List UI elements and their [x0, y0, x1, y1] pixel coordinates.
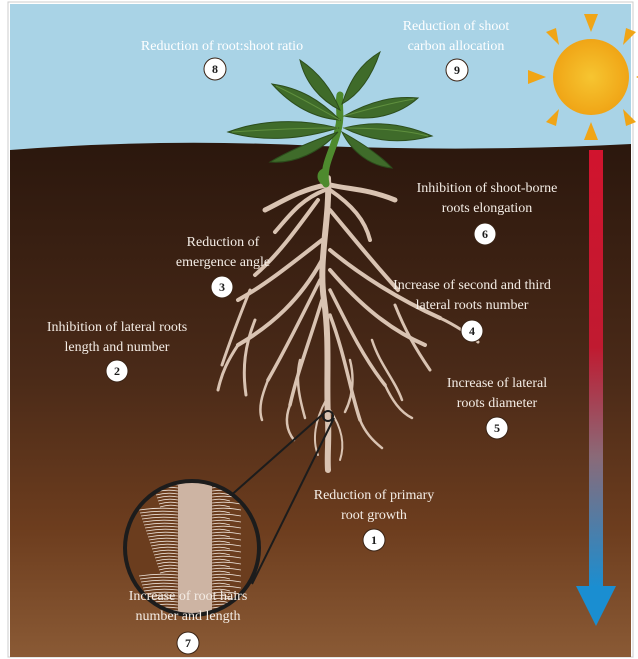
label-1-line1: Reduction of primary [314, 488, 435, 503]
number-9: 9 [454, 63, 460, 77]
number-7: 7 [185, 636, 191, 650]
label-5-line1: Increase of lateral [447, 376, 547, 391]
number-6: 6 [482, 227, 488, 241]
label-6-line1: Inhibition of shoot-borne [417, 181, 558, 196]
label-9-line1: Reduction of shoot [403, 19, 510, 34]
label-9-line2: carbon allocation [408, 39, 505, 54]
label-1-line2: root growth [341, 508, 407, 523]
number-1: 1 [371, 533, 377, 547]
number-5: 5 [494, 421, 500, 435]
label-3-line2: emergence angle [176, 255, 270, 270]
label-7-line2: number and length [136, 609, 241, 624]
label-3-line1: Reduction of [187, 235, 260, 250]
label-4-line2: lateral roots number [416, 298, 529, 313]
label-2-line2: length and number [65, 340, 170, 355]
number-2: 2 [114, 364, 120, 378]
number-8: 8 [212, 62, 218, 76]
label-5-line2: roots diameter [457, 396, 538, 411]
label-8-line1: Reduction of root:shoot ratio [141, 39, 303, 54]
label-4-line1: Increase of second and third [393, 278, 551, 293]
label-7-line1: Increase of root hairs [129, 589, 248, 604]
number-3: 3 [219, 280, 225, 294]
number-4: 4 [469, 324, 475, 338]
label-2-line1: Inhibition of lateral roots [47, 320, 187, 335]
label-6-line2: roots elongation [442, 201, 533, 216]
soil [10, 143, 631, 657]
